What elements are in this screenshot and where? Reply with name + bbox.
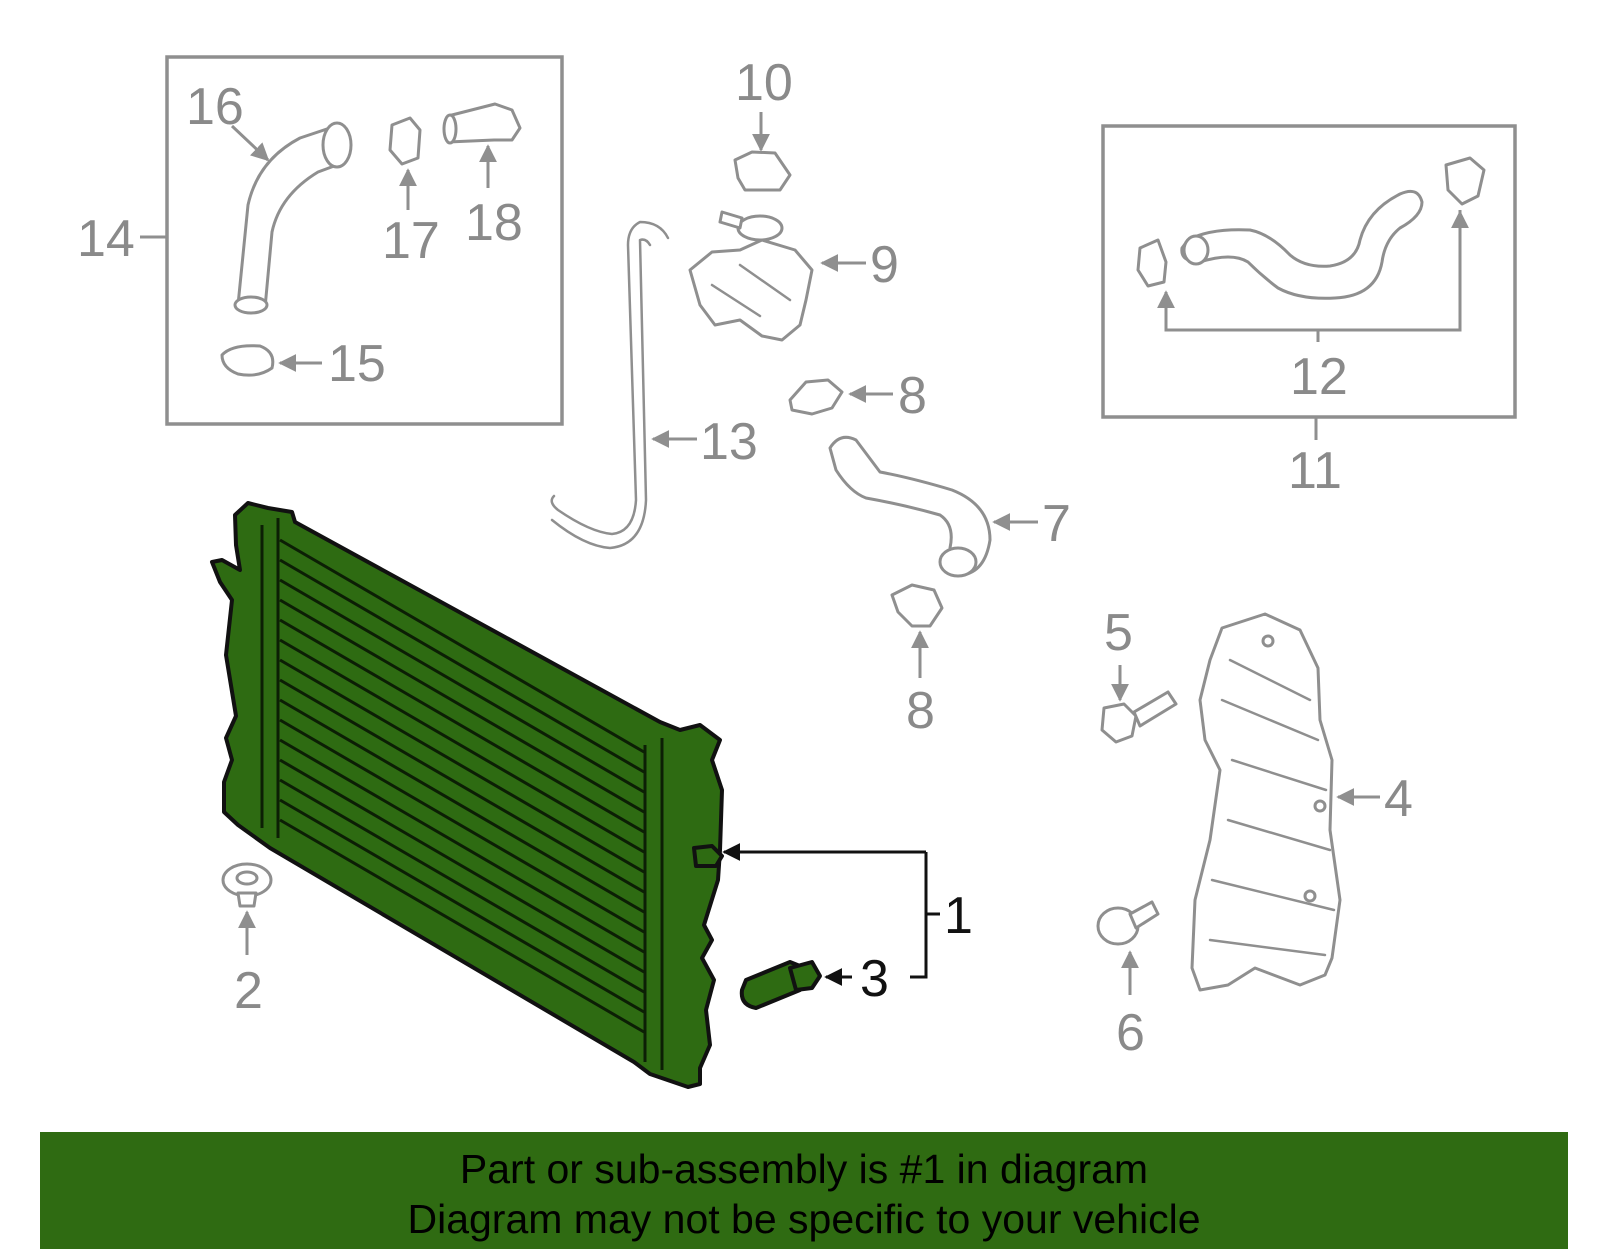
callout-5: 5 bbox=[1104, 604, 1133, 662]
info-banner: Part or sub-assembly is #1 in diagram Di… bbox=[40, 1132, 1568, 1249]
bolt-6[interactable]: 6 bbox=[1096, 900, 1160, 1062]
callout-16: 16 bbox=[186, 78, 244, 136]
callout-3: 3 bbox=[860, 950, 889, 1008]
banner-line-1: Part or sub-assembly is #1 in diagram bbox=[459, 1146, 1149, 1192]
callout-18: 18 bbox=[465, 194, 523, 252]
hose-13[interactable]: 13 bbox=[550, 220, 758, 550]
callout-4: 4 bbox=[1384, 770, 1413, 828]
drain-plug-3[interactable]: 3 bbox=[739, 950, 889, 1010]
clamp-8-upper[interactable]: 8 bbox=[788, 367, 927, 425]
callout-15: 15 bbox=[328, 335, 386, 393]
deflector-4[interactable]: 4 bbox=[1190, 612, 1413, 992]
lower-hose-7[interactable]: 7 bbox=[828, 435, 1071, 578]
cap-10[interactable]: 10 bbox=[733, 54, 793, 192]
banner-line-2: Diagram may not be specific to your vehi… bbox=[407, 1196, 1201, 1242]
callout-11: 11 bbox=[1288, 442, 1342, 500]
group-11-box: 11 bbox=[1101, 124, 1517, 500]
radiator-1[interactable]: 1 bbox=[210, 501, 973, 1089]
callout-10: 10 bbox=[735, 54, 793, 112]
clamp-15[interactable]: 15 bbox=[220, 335, 386, 393]
callout-6: 6 bbox=[1116, 1004, 1145, 1062]
bolt-5[interactable]: 5 bbox=[1100, 604, 1178, 744]
grommet-2[interactable]: 2 bbox=[221, 862, 273, 1020]
clamp-8-lower[interactable]: 8 bbox=[890, 583, 944, 740]
callout-8-lower: 8 bbox=[906, 682, 935, 740]
callout-2: 2 bbox=[234, 962, 263, 1020]
connector-18[interactable]: 18 bbox=[442, 102, 523, 252]
callout-14: 14 bbox=[77, 210, 135, 268]
callout-8-upper: 8 bbox=[898, 367, 927, 425]
callout-1: 1 bbox=[944, 887, 973, 945]
callout-7: 7 bbox=[1042, 495, 1071, 553]
radiator-core-fins bbox=[279, 538, 645, 1034]
callout-17: 17 bbox=[382, 212, 440, 270]
callout-13: 13 bbox=[700, 413, 758, 471]
callout-9: 9 bbox=[870, 236, 899, 294]
upper-hose-16[interactable]: 16 bbox=[186, 78, 353, 315]
housing-9[interactable]: 9 bbox=[688, 210, 899, 342]
group-14-box: 14 bbox=[77, 55, 564, 426]
hose-12[interactable]: 12 bbox=[1136, 156, 1486, 406]
clamp-17[interactable]: 17 bbox=[382, 116, 440, 270]
callout-12: 12 bbox=[1290, 348, 1348, 406]
